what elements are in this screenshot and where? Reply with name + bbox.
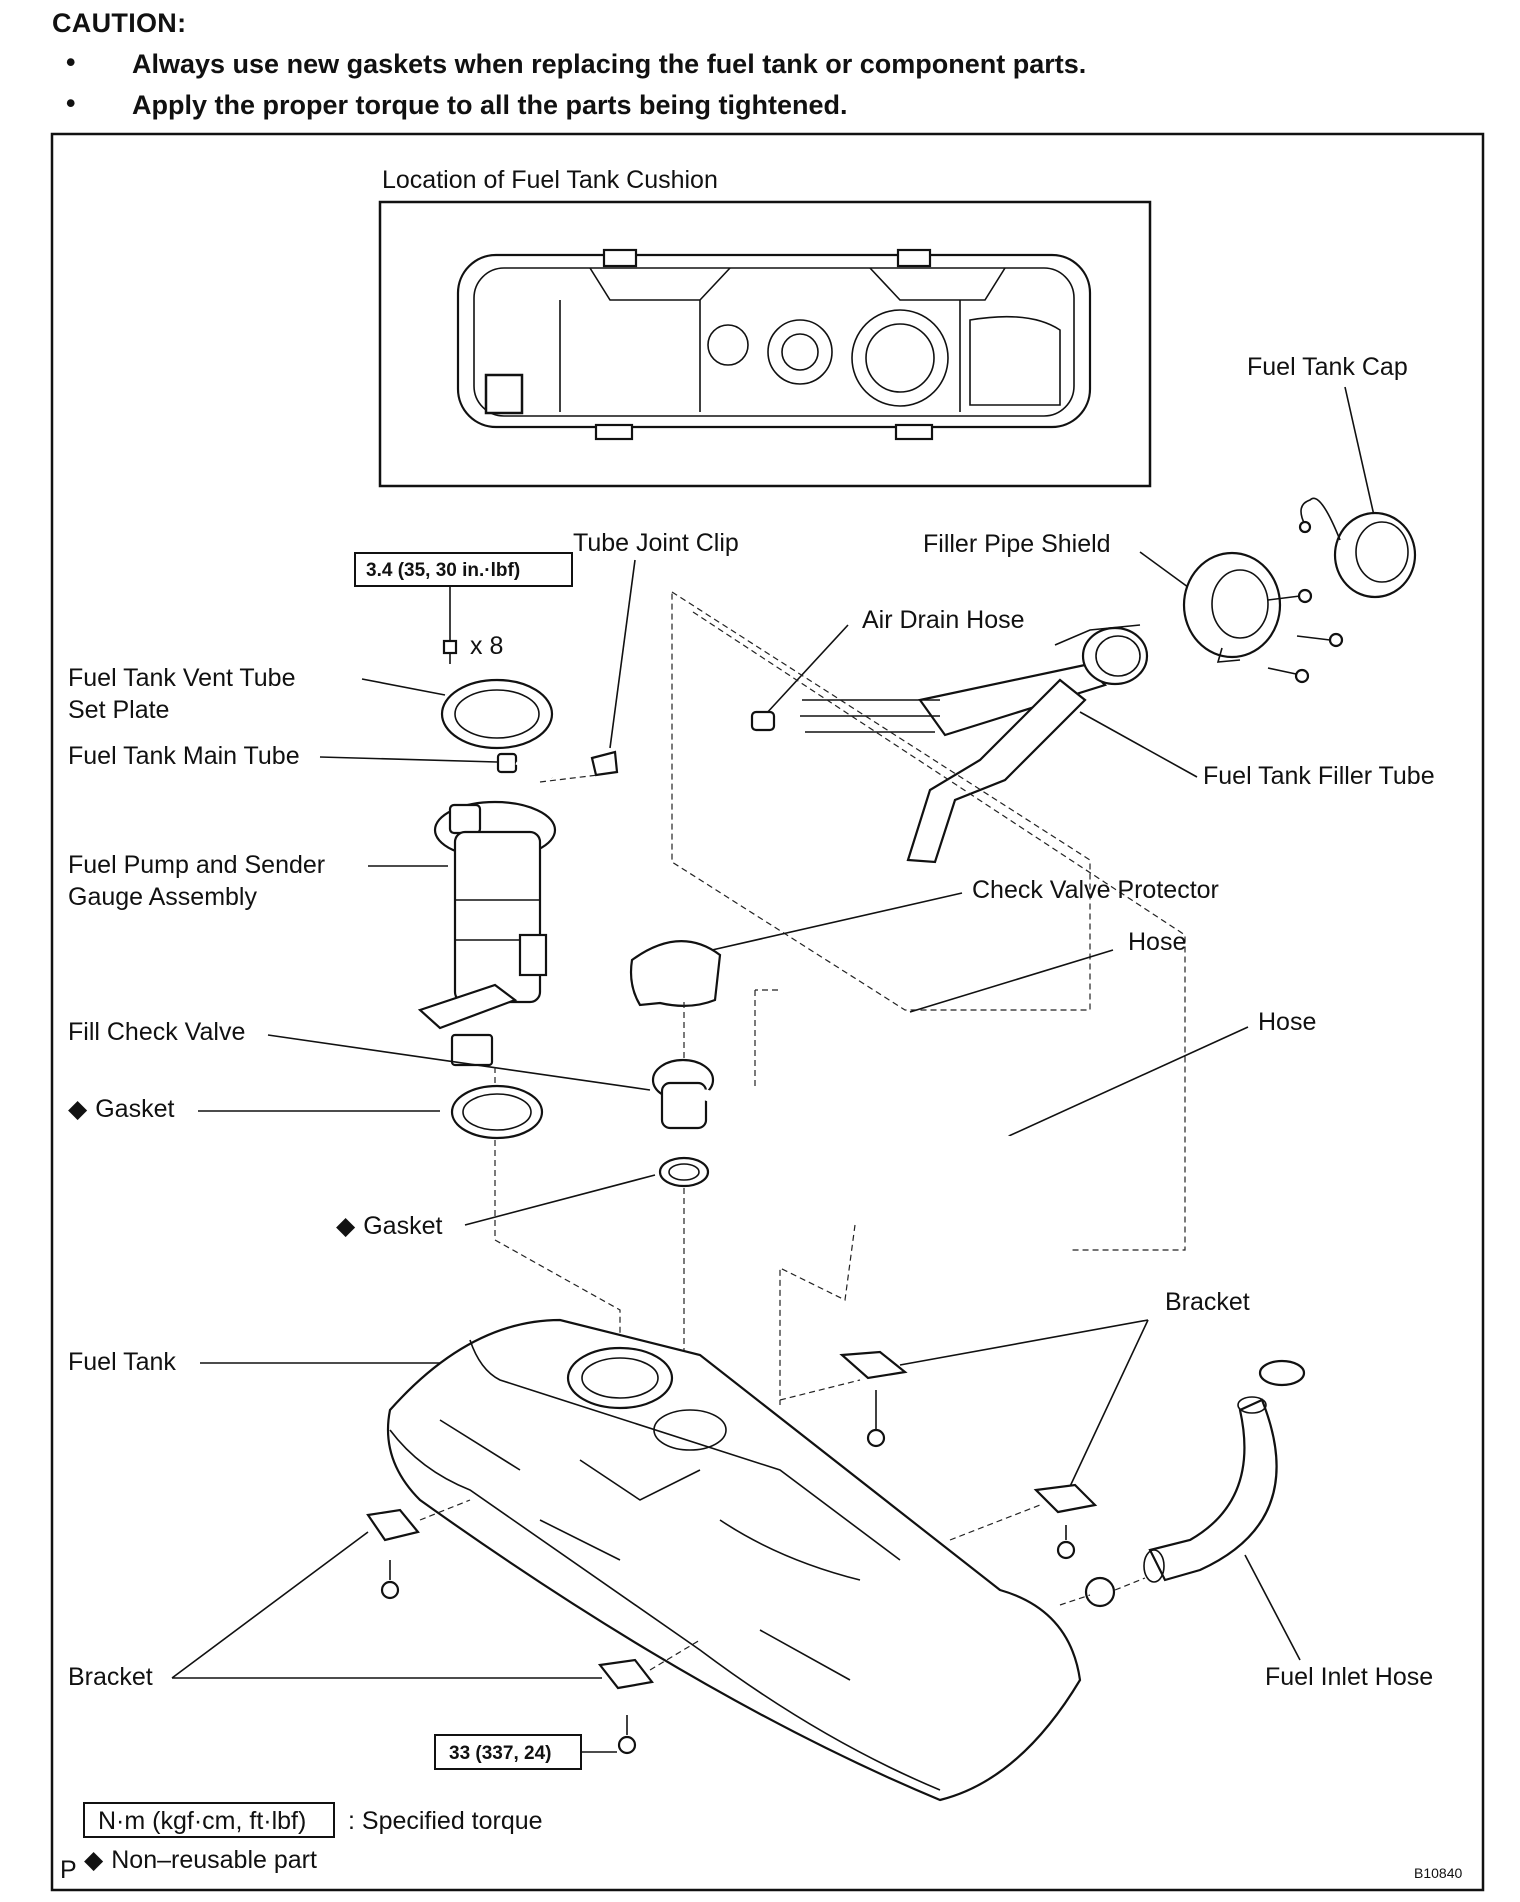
- gasket-label-text: Gasket: [363, 1212, 442, 1240]
- label-filler-pipe-shield: Filler Pipe Shield: [923, 530, 1111, 558]
- leader-line: [361, 678, 446, 696]
- leader-line: [609, 559, 636, 749]
- leader-line: [1139, 551, 1193, 591]
- hose-part: [785, 985, 1005, 1067]
- torque-spec-box: [354, 552, 573, 587]
- leader-line: [1079, 711, 1198, 778]
- fuel-tank-main-tube-part: [496, 752, 553, 780]
- alignment-dash-line: [692, 611, 1186, 1251]
- vent-tube-set-plate-part: [440, 678, 554, 750]
- label-bracket: Bracket: [68, 1663, 153, 1691]
- caution-block: CAUTION: • Always use new gaskets when r…: [52, 8, 1086, 121]
- cushion-location-marker: [484, 373, 524, 415]
- diamond-icon: ◆: [84, 1846, 104, 1874]
- leader-line: [711, 892, 963, 951]
- fuel-tank-cap-part: [1298, 497, 1417, 599]
- corner-letter: P: [60, 1856, 77, 1884]
- tube-joint-clip-part: [590, 750, 619, 777]
- filler-pipe-shield-part: [1182, 551, 1282, 663]
- label-fuel-tank-filler-tube: Fuel Tank Filler Tube: [1203, 762, 1435, 790]
- label-quantity: x 8: [470, 632, 503, 660]
- label-fuel-tank-main-tube: Fuel Tank Main Tube: [68, 742, 300, 770]
- diamond-icon: ◆: [68, 1095, 88, 1123]
- legend-non-reusable: ◆Non–reusable part: [84, 1846, 317, 1874]
- alignment-dash-line: [779, 1224, 856, 1405]
- legend-torque-box: [83, 1802, 335, 1838]
- torque-spec-box: [434, 1734, 582, 1770]
- fuel-inlet-hose-part: [1084, 1359, 1306, 1608]
- leader-line: [1244, 1554, 1301, 1661]
- screw-icon: [1267, 588, 1344, 684]
- leader-line: [319, 756, 498, 763]
- label-fuel-pump-sender: Gauge Assembly: [68, 883, 257, 911]
- caution-bullet-text: Always use new gaskets when replacing th…: [132, 49, 1087, 79]
- label-vent-tube-set-plate: Fuel Tank Vent Tube: [68, 664, 295, 692]
- label-tube-joint-clip: Tube Joint Clip: [573, 529, 739, 557]
- bracket-part: [839, 1350, 1098, 1514]
- leader-line: [764, 624, 849, 716]
- fuel-tank-part: [386, 1318, 1082, 1802]
- gasket-part: [658, 1156, 710, 1188]
- label-fuel-inlet-hose: Fuel Inlet Hose: [1265, 1663, 1433, 1691]
- label-fuel-tank: Fuel Tank: [68, 1348, 176, 1376]
- alignment-dash-line: [419, 1499, 701, 1671]
- leader-line: [1344, 386, 1376, 521]
- label-gasket: ◆Gasket: [68, 1095, 174, 1123]
- label-fuel-pump-sender: Fuel Pump and Sender: [68, 851, 325, 879]
- caution-bullet: • Apply the proper torque to all the par…: [52, 88, 1086, 121]
- hose-part: [850, 1110, 1020, 1220]
- bolt-icon: [866, 1390, 1076, 1560]
- alignment-dash-line: [671, 590, 1091, 1011]
- alignment-dash-line: [779, 1379, 1041, 1541]
- caution-title: CAUTION:: [52, 8, 187, 38]
- bolt-icon: [442, 639, 458, 664]
- fuel-tank-filler-tube-part: [800, 624, 1149, 864]
- tank-top-view: [456, 248, 1092, 441]
- air-drain-hose-part: [750, 710, 776, 732]
- diagram-frame: [50, 132, 1485, 1892]
- torque-spec-value: 3.4 (35, 30 in.·lbf): [366, 560, 520, 581]
- torque-spec-value: 33 (337, 24): [449, 1743, 551, 1764]
- inset-box: [378, 200, 1152, 488]
- bracket-part: [366, 1508, 654, 1690]
- leader-line: [171, 1531, 602, 1679]
- gasket-part: [450, 1084, 544, 1140]
- label-check-valve-protector: Check Valve Protector: [972, 876, 1219, 904]
- leader-line: [999, 1026, 1249, 1141]
- legend-torque-unit: N·m (kgf·cm, ft·lbf): [98, 1807, 306, 1835]
- label-fuel-tank-cap: Fuel Tank Cap: [1247, 353, 1408, 381]
- bullet-dot: •: [66, 88, 76, 118]
- label-hose: Hose: [1128, 928, 1186, 956]
- leader-line: [267, 1034, 651, 1091]
- check-valve-protector-part: [629, 940, 722, 1007]
- leader-line: [899, 1319, 1149, 1496]
- bullet-dot: •: [66, 47, 76, 77]
- gasket-label-text: Gasket: [95, 1095, 174, 1123]
- alignment-dash-line: [494, 1140, 621, 1380]
- diamond-icon: ◆: [336, 1212, 356, 1240]
- label-vent-tube-set-plate: Set Plate: [68, 696, 169, 724]
- fill-check-valve-part: [651, 1058, 766, 1130]
- fuel-pump-sender-gauge-part: [417, 800, 557, 1067]
- inset-title: Location of Fuel Tank Cushion: [382, 166, 718, 194]
- label-hose: Hose: [1258, 1008, 1316, 1036]
- label-bracket: Bracket: [1165, 1288, 1250, 1316]
- label-fill-check-valve: Fill Check Valve: [68, 1018, 245, 1046]
- legend-non-reusable-text: Non–reusable part: [111, 1846, 317, 1874]
- legend-torque-desc: : Specified torque: [348, 1807, 543, 1835]
- figure-id: B10840: [1414, 1865, 1462, 1881]
- alignment-dash-line: [754, 989, 778, 1090]
- caution-bullet: • Always use new gaskets when replacing …: [52, 47, 1087, 80]
- bolt-icon: [380, 1560, 637, 1755]
- label-air-drain-hose: Air Drain Hose: [862, 606, 1025, 634]
- label-gasket: ◆Gasket: [336, 1212, 442, 1240]
- caution-bullet-text: Apply the proper torque to all the parts…: [132, 90, 848, 120]
- leader-line: [909, 949, 1114, 1013]
- leader-line: [464, 1174, 656, 1226]
- alignment-dash-line: [1059, 1577, 1146, 1606]
